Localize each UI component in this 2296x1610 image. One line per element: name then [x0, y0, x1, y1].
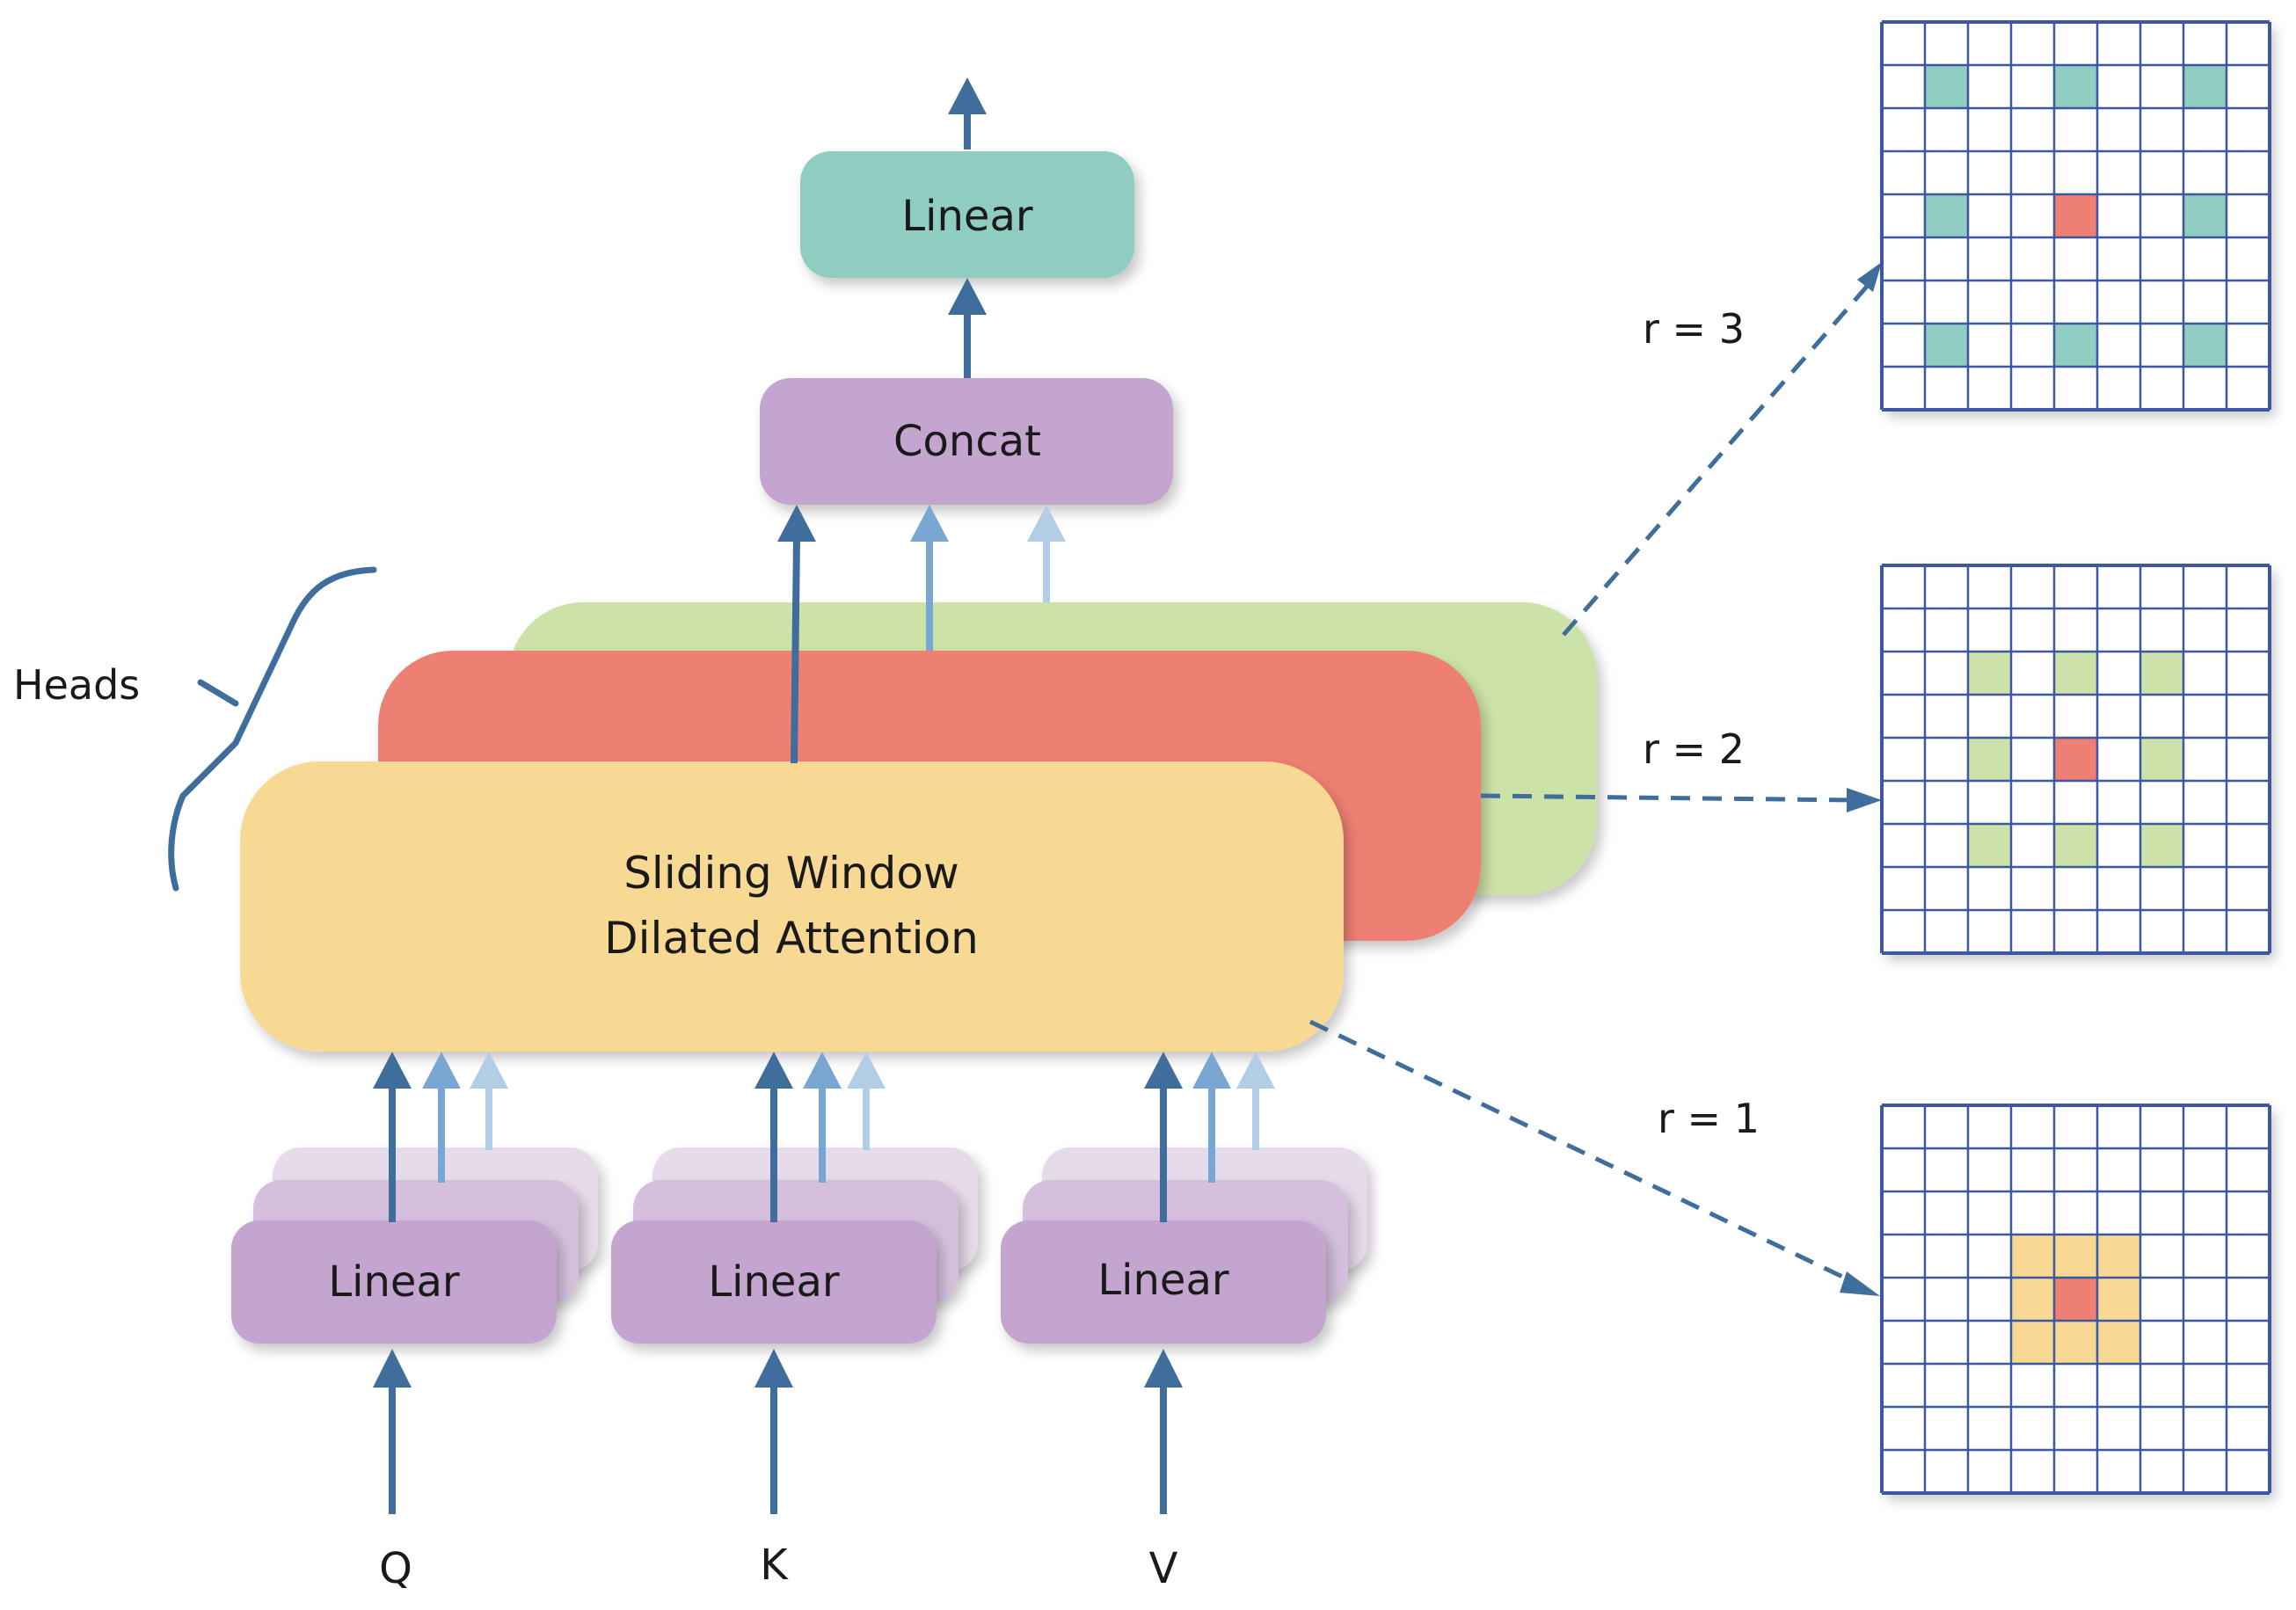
linear-label-k: Linear: [708, 1257, 839, 1307]
neighbor-cell: [1968, 738, 2011, 781]
linear-stack-v: [1001, 1147, 1367, 1344]
linear-stack-k: [611, 1147, 978, 1344]
dilation-grid-r3: [1880, 20, 2271, 412]
center-cell: [2054, 194, 2097, 237]
dilation-grid-r2: [1880, 564, 2271, 955]
neighbor-cell: [2140, 652, 2183, 695]
neighbor-cell: [1925, 324, 1968, 367]
neighbor-cell: [2011, 1278, 2054, 1321]
center-cell: [2054, 1278, 2097, 1321]
neighbor-cell: [2183, 324, 2227, 367]
neighbor-cell: [2183, 194, 2227, 237]
input-label-v: V: [1149, 1544, 1178, 1593]
input-label-k: K: [760, 1541, 789, 1590]
neighbor-cell: [2140, 824, 2183, 867]
neighbor-cell: [2054, 1235, 2097, 1278]
heads-label: Heads: [13, 661, 140, 709]
linear-to-attention-arrows: [373, 1052, 1275, 1222]
linear-label-v: Linear: [1097, 1256, 1228, 1305]
neighbor-cell: [2097, 1278, 2140, 1321]
neighbor-cell: [2011, 1321, 2054, 1364]
neighbor-cell: [2011, 1235, 2054, 1278]
center-cell: [2054, 738, 2097, 781]
neighbor-cell: [1968, 652, 2011, 695]
input-arrows: [373, 1349, 1183, 1514]
heads-brace-tick: [197, 679, 239, 707]
output-linear-label: Linear: [901, 192, 1032, 241]
input-label-q: Q: [379, 1544, 412, 1593]
dilation-grids: [1880, 20, 2271, 1495]
linear-box-k: [611, 1220, 937, 1344]
concat-box: [760, 378, 1173, 505]
attention-label-line1: Sliding Window: [623, 848, 959, 899]
linear-stack-q: [231, 1147, 598, 1344]
neighbor-cell: [2097, 1321, 2140, 1364]
neighbor-cell: [2097, 1235, 2140, 1278]
linear-box-q: [231, 1220, 557, 1344]
concat-label: Concat: [893, 417, 1041, 466]
linear-box-v: [1001, 1220, 1326, 1344]
neighbor-cell: [2054, 824, 2097, 867]
output-arrows: [948, 77, 987, 378]
head-to-concat-arrows: [777, 505, 1066, 764]
dilation-grid-r1: [1880, 1104, 2271, 1495]
heads-brace: [168, 566, 377, 892]
neighbor-cell: [1925, 65, 1968, 108]
linear-label-q: Linear: [328, 1257, 459, 1307]
rate-label-r1: r = 1: [1658, 1095, 1760, 1142]
neighbor-cell: [2054, 65, 2097, 108]
neighbor-cell: [2140, 738, 2183, 781]
neighbor-cell: [2054, 324, 2097, 367]
neighbor-cell: [1968, 824, 2011, 867]
output-linear-box: [800, 151, 1134, 278]
rate-label-r2: r = 2: [1643, 725, 1745, 773]
neighbor-cell: [2054, 1321, 2097, 1364]
neighbor-cell: [1925, 194, 1968, 237]
neighbor-cell: [2054, 652, 2097, 695]
attention-label-line2: Dilated Attention: [604, 913, 979, 964]
rate-label-r3: r = 3: [1643, 305, 1745, 353]
dashed-connectors: [1308, 262, 1882, 1296]
neighbor-cell: [2183, 65, 2227, 108]
attention-block: [240, 761, 1344, 1052]
